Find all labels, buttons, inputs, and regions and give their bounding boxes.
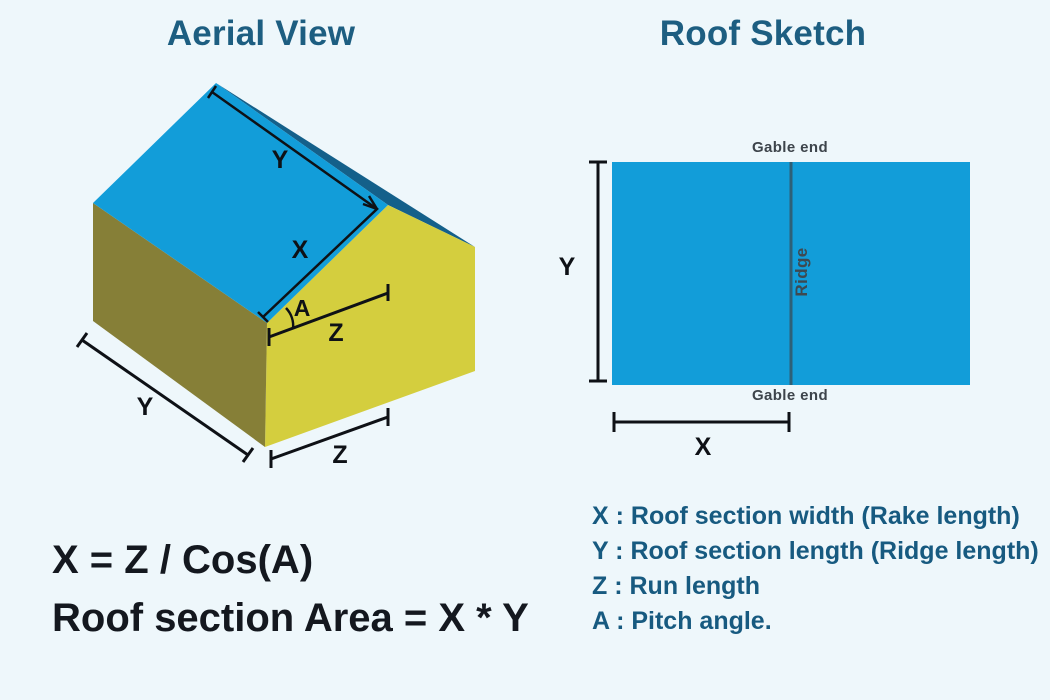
aerial-label-run-z-bottom: Z [332,441,347,469]
side-dimension-line [81,338,249,457]
aerial-dimensions [75,85,390,468]
roof-sketch: Ridge Gable end Gable end [612,139,970,404]
run-dimension-line-top [268,291,389,339]
aerial-label-side-y: Y [137,393,154,421]
run-dimension-line-bottom [270,415,389,461]
legend-item-a: A : Pitch angle. [592,607,772,635]
dim-arrowhead [367,195,379,210]
dim-tick [75,332,89,348]
legend-item-y: Y : Roof section length (Ridge length) [592,537,1039,565]
gable-end-label-top: Gable end [752,139,828,156]
aerial-label-ridge-y: Y [272,146,289,174]
sketch-label-y: Y [559,253,576,281]
roof-sketch-title: Roof Sketch [659,14,867,53]
sketch-label-x: X [695,433,712,461]
wall-left [93,203,267,447]
formula-block: X = Z / Cos(A) Roof section Area = X * Y [52,531,529,647]
legend-block: X : Roof section width (Rake length) Y :… [592,499,1039,639]
gable-end-label-bottom: Gable end [752,387,828,404]
aerial-label-run-z-top: Z [328,319,343,347]
dim-tick [257,311,269,323]
formula-rake: X = Z / Cos(A) [52,538,314,582]
legend-item-z: Z : Run length [592,572,761,600]
aerial-house [93,83,475,447]
aerial-label-rake-x: X [292,236,309,264]
roof-near-slope [93,83,388,323]
dim-tick [241,447,255,463]
ridge-line-label: Ridge [792,247,811,296]
gable-wall-right [265,205,475,447]
legend-item-x: X : Roof section width (Rake length) [592,502,1020,530]
formula-area: Roof section Area = X * Y [52,596,529,640]
sketch-dimensions [589,160,791,432]
dim-arrowhead [362,202,378,211]
aerial-view-title: Aerial View [166,14,356,53]
roof-far-slope [216,83,475,247]
aerial-label-angle-a: A [294,295,311,321]
dim-tick [206,85,218,99]
